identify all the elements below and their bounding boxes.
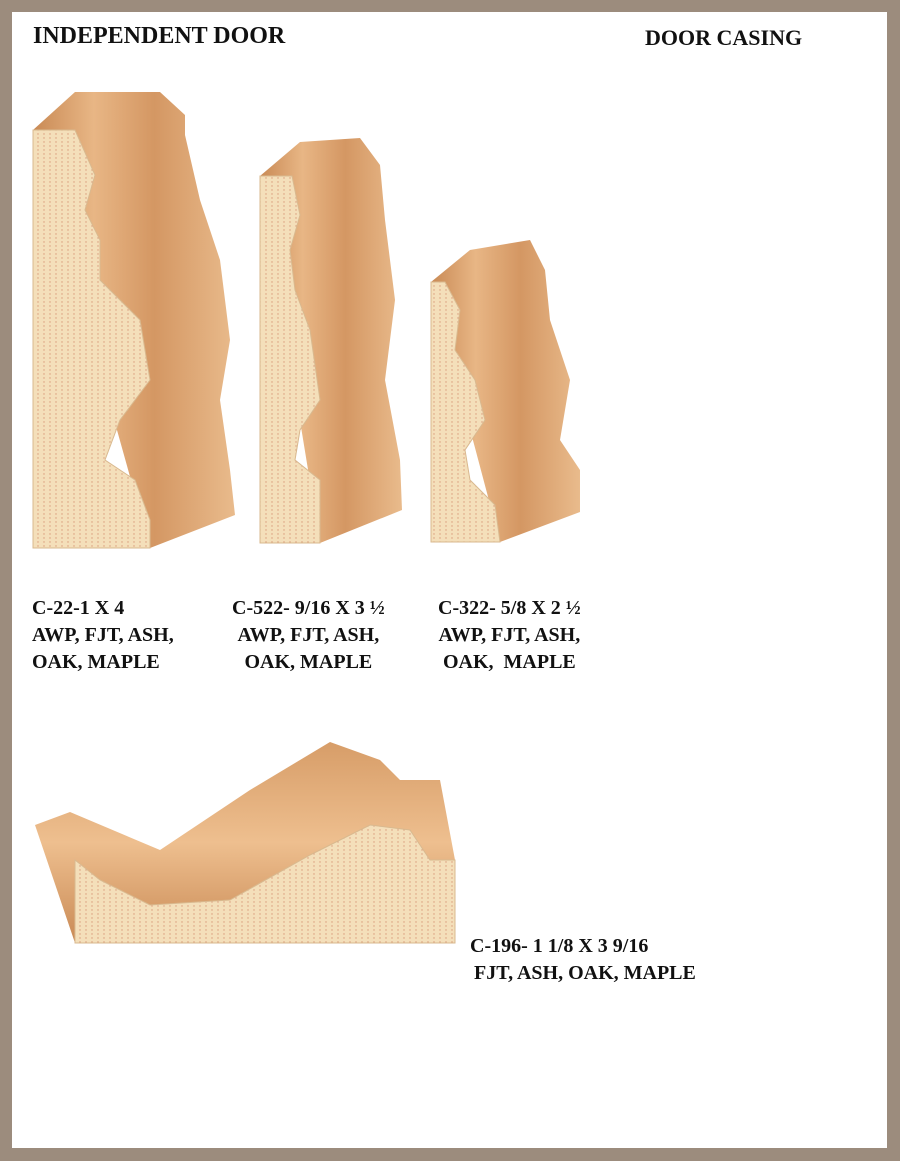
molding-c-196-image xyxy=(35,742,456,944)
product-caption-c-522: C-522- 9/16 X 3 ½ AWP, FJT, ASH, OAK, MAPL… xyxy=(232,595,385,676)
page-title-left: INDEPENDENT DOOR xyxy=(33,23,286,49)
product-materials: AWP, FJT, ASH, xyxy=(32,624,174,646)
product-caption-c-322: C-322- 5/8 X 2 ½ AWP, FJT, ASH, OAK, MAPLE xyxy=(438,595,581,676)
product-code: C-522- 9/16 X 3 ½ xyxy=(232,597,385,619)
product-materials: FJT, ASH, OAK, MAPLE xyxy=(474,962,696,984)
product-caption-c-22: C-22-1 X 4 AWP, FJT, ASH, OAK, MAPLE xyxy=(32,595,174,676)
product-code: C-22-1 X 4 xyxy=(32,597,125,619)
product-code: C-322- 5/8 X 2 ½ xyxy=(438,597,581,619)
product-materials: OAK, MAPLE xyxy=(244,651,373,673)
molding-c-322-image xyxy=(430,240,580,543)
product-materials: AWP, FJT, ASH, xyxy=(438,624,581,646)
molding-c-522-image xyxy=(259,138,402,544)
product-materials: OAK, MAPLE xyxy=(442,651,576,673)
product-materials: AWP, FJT, ASH, xyxy=(237,624,380,646)
product-materials: OAK, MAPLE xyxy=(32,651,160,673)
page-title-right: DOOR CASING xyxy=(645,25,803,50)
molding-c-22-image xyxy=(32,92,235,549)
product-code: C-196- 1 1/8 X 3 9/16 xyxy=(470,935,649,957)
